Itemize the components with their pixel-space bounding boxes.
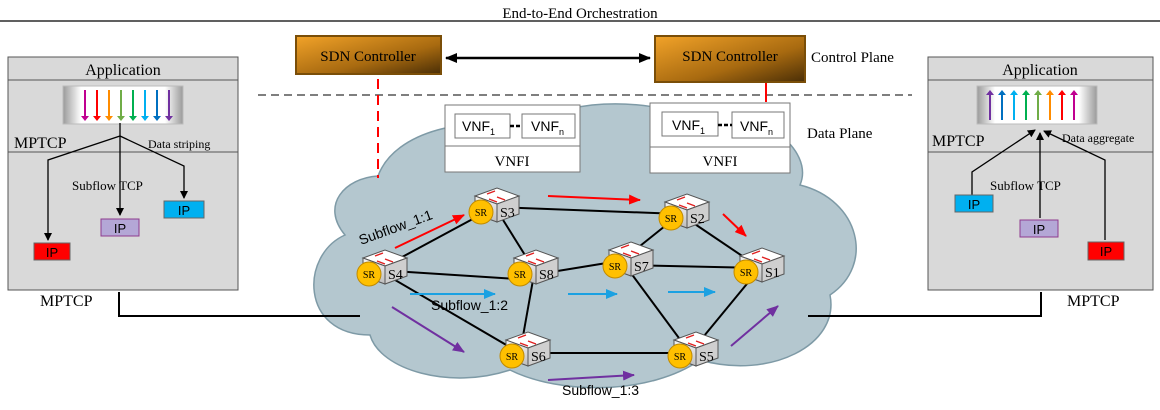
- left-ip-red: [33, 242, 71, 261]
- left-app-label: Application: [85, 62, 161, 79]
- left-ip-purple-label: IP: [114, 221, 126, 236]
- segment-router-icon: [499, 343, 525, 369]
- data-plane-label: Data Plane: [807, 126, 873, 142]
- switch-flow-arrows-icon: [620, 244, 640, 257]
- right-ip-blue-label: IP: [968, 197, 980, 212]
- right-aggregate-arrows: [986, 90, 1078, 120]
- left-subflow-tree: [44, 123, 188, 241]
- segment-router-icon: [667, 343, 693, 369]
- sr-label: SR: [665, 214, 678, 225]
- left-ip-blue: [163, 200, 205, 219]
- subflow-paths: [391, 194, 779, 381]
- switch-s5[interactable]: S5 SR: [667, 331, 720, 369]
- left-host-link: [118, 292, 360, 317]
- diagram-title: End-to-End Orchestration: [502, 6, 658, 22]
- left-mptcp-outer: MPTCP: [40, 293, 93, 310]
- vnfi-left-label: VNFI: [494, 154, 529, 170]
- sr-label: SR: [740, 268, 753, 279]
- sr-label: SR: [674, 352, 687, 363]
- right-host-link: [808, 292, 1042, 317]
- switch-flow-arrows-icon: [676, 196, 696, 209]
- vnfi-right: [649, 102, 791, 174]
- left-ip-blue-label: IP: [178, 203, 190, 218]
- control-plane-label: Control Plane: [811, 50, 894, 66]
- left-data-op: Data striping: [148, 137, 210, 151]
- segment-router-icon: [356, 261, 382, 287]
- subflow-1-2-label: Subflow_1:2: [431, 297, 508, 313]
- left-subflow-label: Subflow TCP: [72, 178, 143, 193]
- vnf-1-right: VNF1: [672, 117, 705, 136]
- sr-label: SR: [609, 262, 622, 273]
- right-mptcp-inner: MPTCP: [932, 133, 985, 150]
- segment-router-icon: [658, 205, 684, 231]
- switch-flow-arrows-icon: [685, 334, 705, 347]
- sdn-controller-left[interactable]: [295, 35, 442, 75]
- sdn-controller-left-label: SDN Controller: [320, 49, 415, 65]
- switch-label: S4: [388, 268, 403, 283]
- switch-label: S5: [699, 350, 714, 365]
- segment-router-icon: [507, 261, 533, 287]
- sdn-controller-right-label: SDN Controller: [682, 49, 777, 65]
- subflow-1-3-label: Subflow_1:3: [562, 382, 639, 398]
- right-ip-red-label: IP: [1100, 244, 1112, 259]
- segment-router-icon: [733, 259, 759, 285]
- sr-label: SR: [506, 352, 519, 363]
- right-ip-red: [1087, 241, 1125, 261]
- switch-s7[interactable]: S7 SR: [602, 241, 655, 279]
- vnf-1-left: VNF1: [462, 118, 495, 137]
- sr-label: SR: [514, 270, 527, 281]
- vnfi-right-label: VNFI: [702, 154, 737, 170]
- left-ip-red-label: IP: [46, 245, 58, 260]
- switch-flow-arrows-icon: [517, 334, 537, 347]
- vnf-n-right: VNFn: [740, 118, 773, 137]
- right-ip-purple-label: IP: [1033, 222, 1045, 237]
- sr-label: SR: [363, 270, 376, 281]
- switch-s2[interactable]: S2 SR: [658, 193, 711, 231]
- sr-label: SR: [475, 208, 488, 219]
- switch-s8[interactable]: S8 SR: [507, 249, 560, 287]
- left-stripe-arrows: [81, 90, 173, 121]
- vnf-n-left: VNFn: [531, 118, 564, 137]
- left-mptcp-inner: MPTCP: [14, 135, 67, 152]
- switch-flow-arrows-icon: [374, 252, 394, 265]
- right-subflow-label: Subflow TCP: [990, 178, 1061, 193]
- right-ip-blue: [954, 194, 994, 213]
- switch-label: S1: [765, 266, 780, 281]
- right-subflow-tree: [971, 129, 1106, 240]
- switch-s6[interactable]: S6 SR: [499, 331, 552, 369]
- switch-s1[interactable]: S1 SR: [733, 247, 786, 285]
- segment-router-icon: [468, 199, 494, 225]
- segment-router-icon: [602, 253, 628, 279]
- right-mptcp-outer: MPTCP: [1067, 293, 1120, 310]
- right-app-label: Application: [1002, 62, 1078, 79]
- switch-s4[interactable]: S4 SR: [356, 249, 409, 287]
- switch-flow-arrows-icon: [486, 190, 506, 203]
- vnfi-left: [444, 104, 581, 173]
- switch-flow-arrows-icon: [525, 252, 545, 265]
- right-ip-purple: [1019, 219, 1059, 238]
- sdn-controller-right[interactable]: [654, 35, 806, 83]
- left-ip-purple: [100, 218, 140, 237]
- switch-s3[interactable]: S3 SR: [468, 187, 521, 225]
- switch-label: S8: [539, 268, 554, 283]
- switch-label: S6: [531, 350, 546, 365]
- right-data-op: Data aggregate: [1062, 131, 1134, 145]
- switch-label: S3: [500, 206, 515, 221]
- switch-label: S7: [634, 260, 649, 275]
- switch-flow-arrows-icon: [751, 250, 771, 263]
- switch-label: S2: [690, 212, 705, 227]
